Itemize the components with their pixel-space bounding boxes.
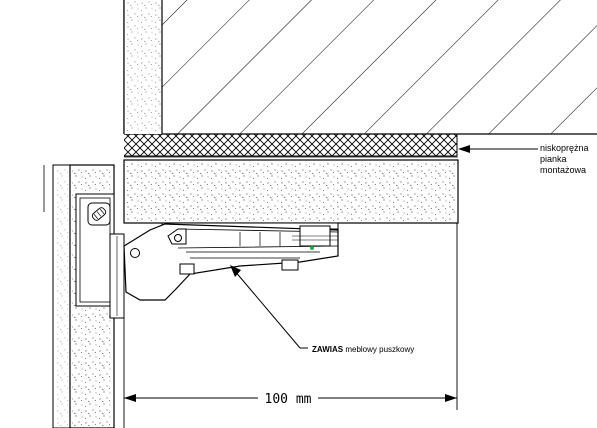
green-dot	[310, 246, 314, 250]
hinge-label-rest: meblowy puszkowy	[343, 345, 414, 354]
dimension-line	[123, 223, 458, 428]
frame-board	[123, 156, 459, 224]
foam-leader	[458, 145, 538, 153]
hinge-cup	[75, 193, 125, 319]
hinge-label: ZAWIAS meblowy puszkowy	[312, 345, 414, 354]
foam-label-line1: niskoprężna	[540, 143, 589, 153]
hinge-label-bold: ZAWIAS	[312, 345, 344, 354]
foam-label-line2: pianka	[540, 154, 567, 164]
hinge-leader	[230, 265, 308, 349]
foam-label-line3: montażowa	[540, 165, 586, 175]
dimension-label: 100 mm	[265, 392, 312, 407]
wall-section	[123, 0, 597, 135]
hinge-arm	[123, 222, 339, 301]
foam-layer	[124, 134, 458, 157]
